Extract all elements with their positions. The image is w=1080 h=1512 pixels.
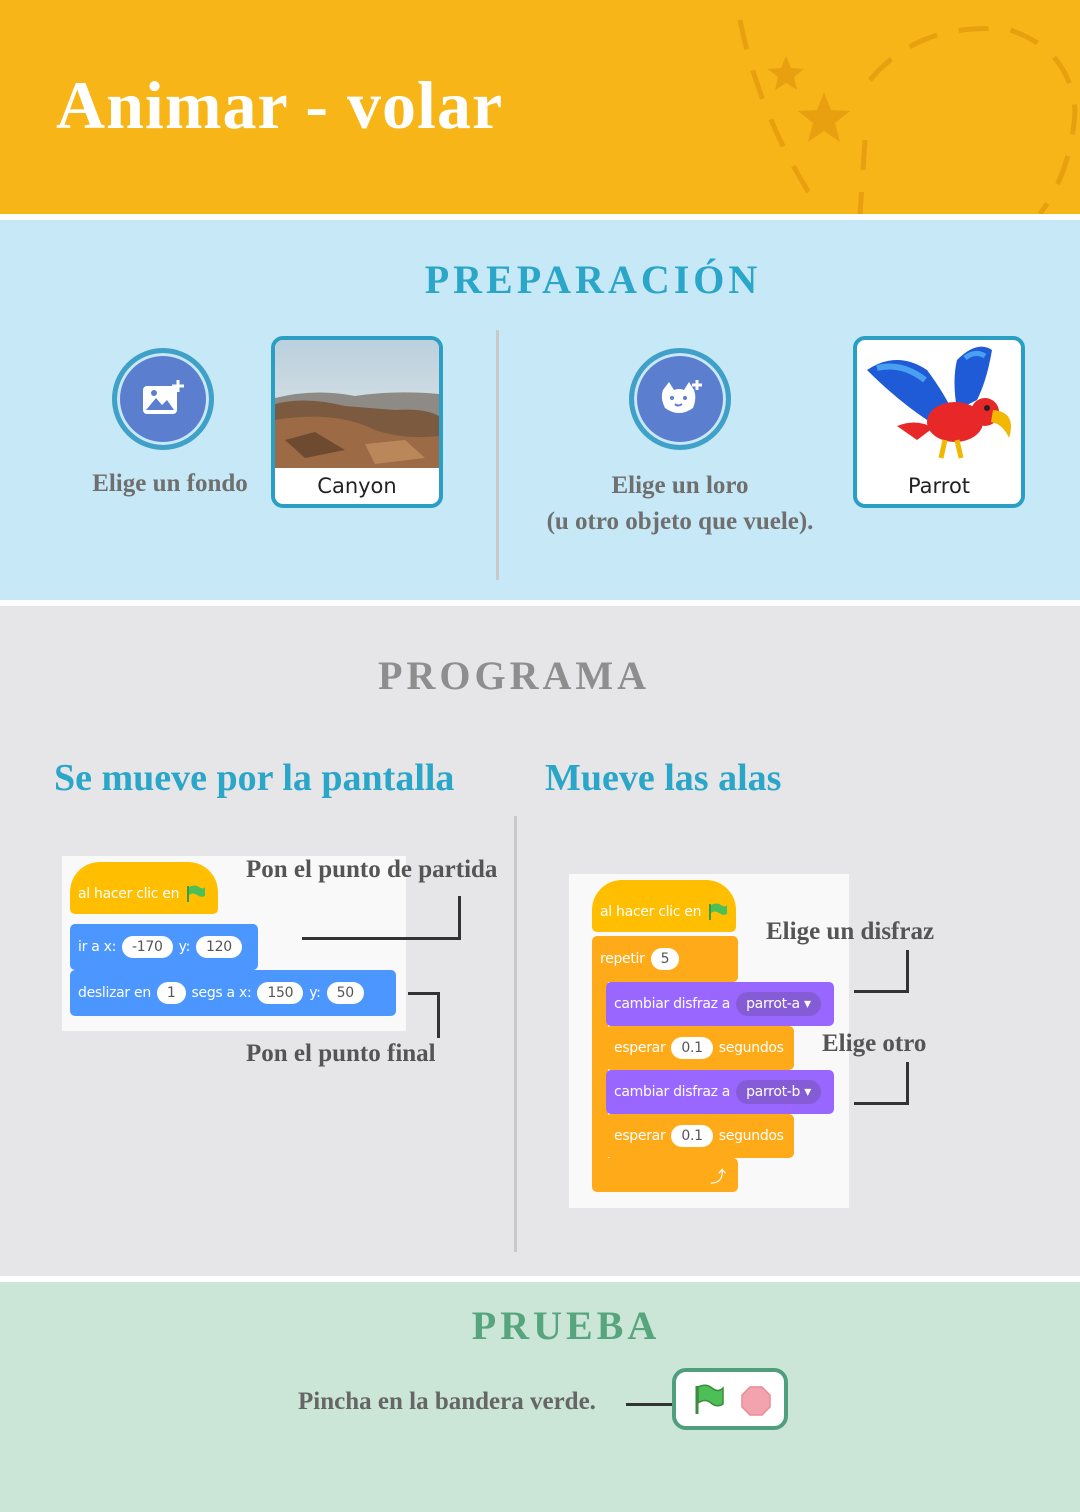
sprite-caption: Parrot xyxy=(907,474,971,498)
stars-decoration-icon xyxy=(737,19,1078,214)
go-to-xy-block[interactable]: ir a x: -170 y: 120 xyxy=(70,924,258,970)
connector-line xyxy=(302,937,461,940)
repeat-label: repetir xyxy=(600,951,645,967)
note-choose-costume: Elige un disfraz xyxy=(766,918,935,945)
glide-secs-input[interactable]: 1 xyxy=(156,982,186,1004)
stop-sign-icon[interactable] xyxy=(740,1385,772,1417)
goto-y-input[interactable]: 120 xyxy=(196,936,242,958)
green-flag-icon xyxy=(187,885,206,902)
switch-costume-b-block[interactable]: cambiar disfraz a parrot-b ▾ xyxy=(606,1070,834,1114)
glide-label: deslizar en xyxy=(78,985,151,1001)
costume-label: cambiar disfraz a xyxy=(614,996,731,1012)
note-choose-another: Elige otro xyxy=(822,1030,927,1057)
flap-wings-title: Mueve las alas xyxy=(545,757,782,799)
program-section: PROGRAMA Se mueve por la pantalla Mueve … xyxy=(0,606,1080,1276)
switch-costume-a-block[interactable]: cambiar disfraz a parrot-a ▾ xyxy=(606,982,834,1026)
preparation-section: PREPARACIÓN Elige un fondo Canyon xyxy=(0,220,1080,600)
hat-label: al hacer clic en xyxy=(600,904,702,920)
choose-sprite-label-line2: (u otro objeto que vuele). xyxy=(546,508,814,535)
costume-a-dropdown[interactable]: parrot-a ▾ xyxy=(736,992,821,1016)
choose-backdrop-label: Elige un fondo xyxy=(92,470,248,497)
test-title: PRUEBA xyxy=(471,1303,661,1348)
glide-block[interactable]: deslizar en 1 segs a x: 150 y: 50 xyxy=(70,970,396,1016)
backdrop-thumbnail[interactable]: Canyon xyxy=(271,336,443,508)
choose-backdrop-button[interactable] xyxy=(112,348,214,450)
wait-label: esperar xyxy=(614,1040,666,1056)
connector-line xyxy=(906,950,909,992)
hat-label: al hacer clic en xyxy=(78,886,180,902)
repeat-block-arm xyxy=(592,976,608,1176)
program-title: PROGRAMA xyxy=(378,653,650,698)
goto-label: ir a x: xyxy=(78,939,117,955)
header-banner: Animar - volar xyxy=(0,0,1080,214)
wait-block[interactable]: esperar 0.1 segundos xyxy=(606,1026,794,1070)
costume-label: cambiar disfraz a xyxy=(614,1084,731,1100)
green-flag-icon[interactable] xyxy=(692,1384,726,1416)
goto-x-input[interactable]: -170 xyxy=(122,936,173,958)
green-flag-icon xyxy=(709,903,728,920)
connector-line xyxy=(626,1403,674,1406)
test-instruction: Pincha en la bandera verde. xyxy=(298,1388,596,1415)
wait-label: esperar xyxy=(614,1128,666,1144)
run-controls xyxy=(672,1368,788,1430)
page-title: Animar - volar xyxy=(56,67,504,143)
sprite-thumbnail[interactable]: Parrot xyxy=(853,336,1025,508)
costume-a-value: parrot-a xyxy=(746,996,800,1012)
choose-sprite-label: Elige un loro (u otro objeto que vuele). xyxy=(520,468,840,540)
glide-y-label: y: xyxy=(309,985,321,1001)
choose-sprite-button[interactable] xyxy=(629,348,731,450)
costume-b-value: parrot-b xyxy=(746,1084,801,1100)
wait-block[interactable]: esperar 0.1 segundos xyxy=(606,1114,794,1158)
repeat-block[interactable]: repetir 5 xyxy=(592,936,738,982)
connector-line xyxy=(437,992,440,1038)
when-flag-clicked-block[interactable]: al hacer clic en xyxy=(592,880,736,932)
wait-secs-input[interactable]: 0.1 xyxy=(671,1125,713,1147)
parrot-image xyxy=(867,346,1011,459)
wait-unit-label: segundos xyxy=(718,1040,784,1056)
dropdown-arrow-icon: ▾ xyxy=(803,996,811,1012)
connector-line xyxy=(458,896,461,940)
connector-line xyxy=(854,1102,909,1105)
note-start-point: Pon el punto de partida xyxy=(246,856,498,883)
program-divider xyxy=(514,816,517,1252)
note-end-point: Pon el punto final xyxy=(246,1040,436,1067)
connector-line xyxy=(408,992,440,995)
connector-line xyxy=(906,1062,909,1104)
move-screen-title: Se mueve por la pantalla xyxy=(54,757,455,799)
connector-line xyxy=(854,990,909,993)
glide-y-input[interactable]: 50 xyxy=(326,982,364,1004)
choose-sprite-icon xyxy=(661,380,702,413)
test-section: PRUEBA Pincha en la bandera verde. xyxy=(0,1282,1080,1512)
section-divider xyxy=(496,330,499,580)
glide-x-input[interactable]: 150 xyxy=(257,982,304,1004)
dropdown-arrow-icon: ▾ xyxy=(804,1084,812,1100)
wait-unit-label: segundos xyxy=(718,1128,784,1144)
glide-mid-label: segs a x: xyxy=(191,985,252,1001)
preparation-title: PREPARACIÓN xyxy=(424,257,762,302)
backdrop-caption: Canyon xyxy=(317,474,397,498)
canyon-image xyxy=(275,340,439,468)
costume-b-dropdown[interactable]: parrot-b ▾ xyxy=(736,1080,822,1104)
wait-secs-input[interactable]: 0.1 xyxy=(671,1037,713,1059)
goto-y-label: y: xyxy=(178,939,191,955)
loop-arrow-icon: ⤴ xyxy=(710,1167,726,1186)
repeat-count-input[interactable]: 5 xyxy=(650,948,680,970)
choose-backdrop-icon xyxy=(143,380,184,414)
when-flag-clicked-block[interactable]: al hacer clic en xyxy=(70,862,218,914)
repeat-block-end: ⤴ xyxy=(592,1158,738,1192)
choose-sprite-label-line1: Elige un loro xyxy=(611,472,749,499)
